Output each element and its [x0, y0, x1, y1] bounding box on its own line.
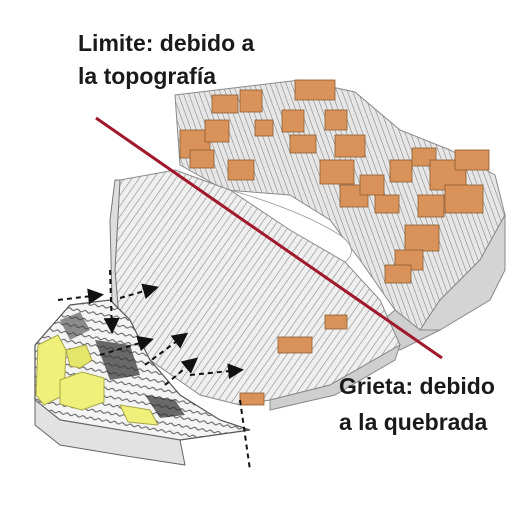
divider-line	[95, 116, 443, 360]
crack-label-line1: Grieta: debido	[339, 373, 495, 399]
limit-label-line1: Limite: debido a	[78, 30, 255, 56]
limit-label-line2: la topografía	[78, 63, 217, 89]
dashed-arrow-icon	[57, 269, 251, 471]
crack-label-line2: a la quebrada	[339, 409, 488, 435]
orange-buildings	[179, 79, 490, 406]
highlight-buildings	[35, 334, 159, 426]
